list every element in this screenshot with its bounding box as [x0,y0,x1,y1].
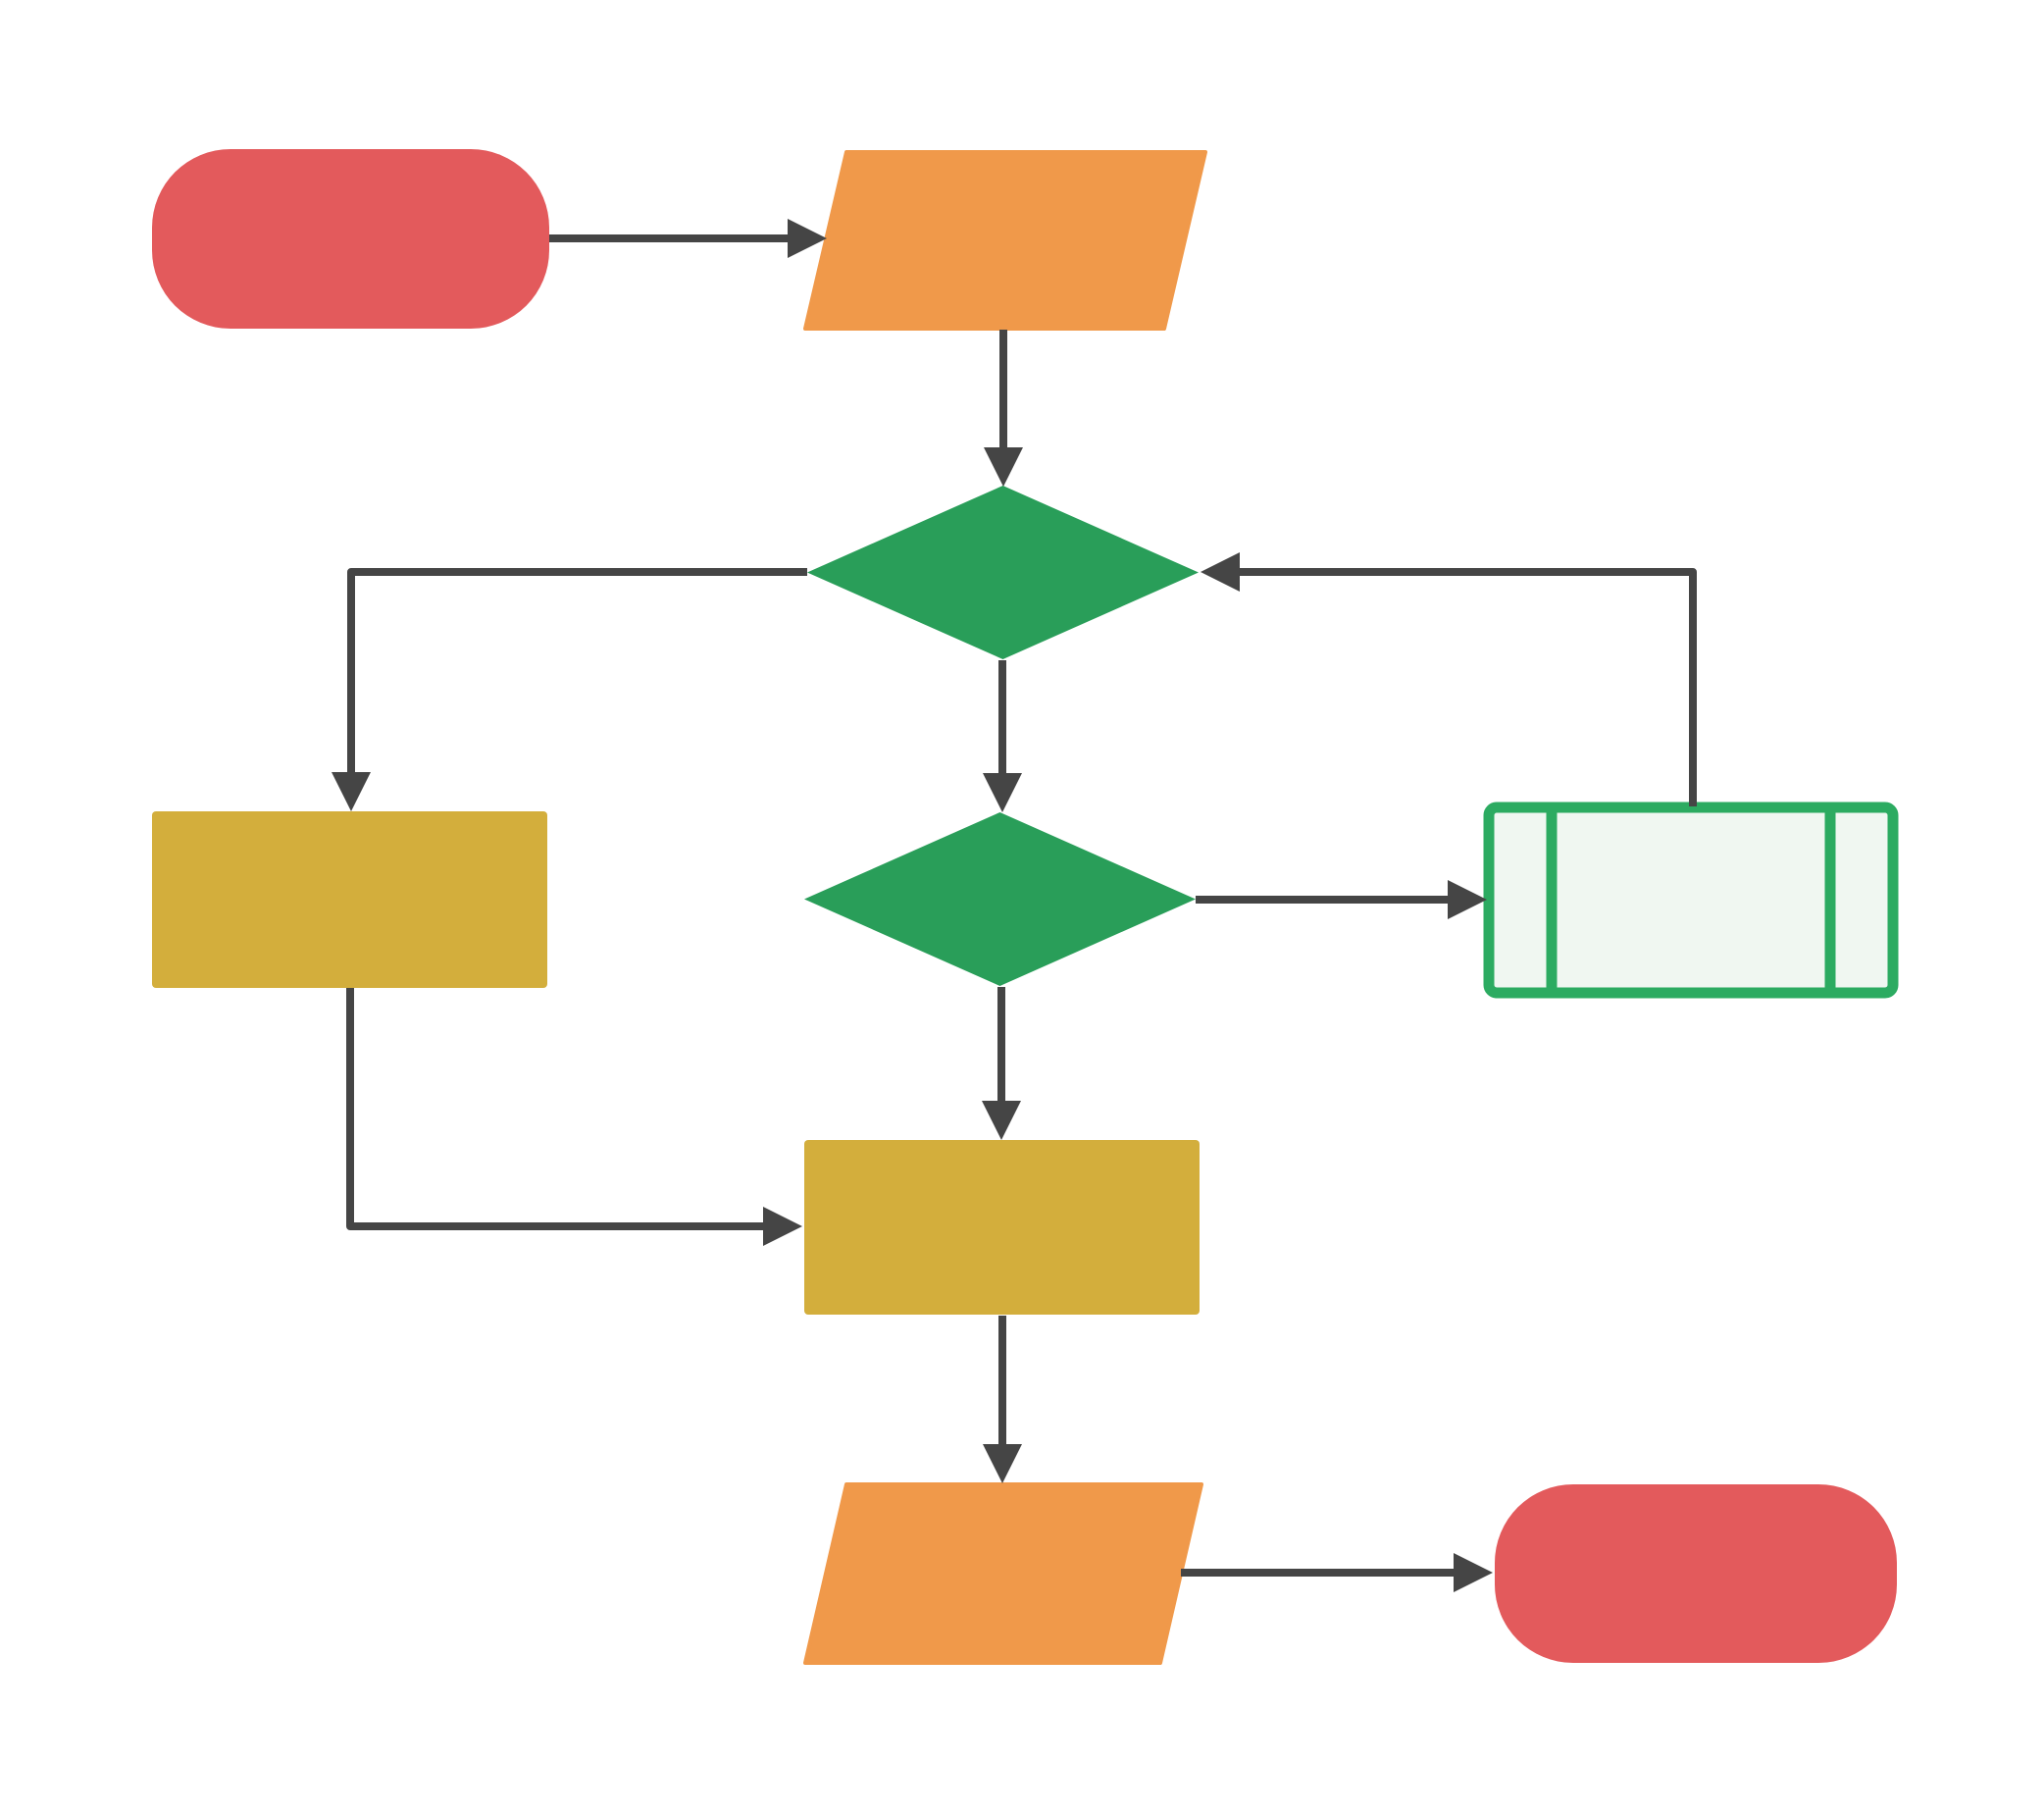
edge-start-to-input [549,219,827,258]
edge-decision1-to-process1-line [347,568,807,778]
edge-process1-to-process2-line [346,988,769,1230]
node-process-2-rectangle [804,1140,1200,1315]
edge-decision1-to-process1 [332,568,807,811]
edge-input-to-decision1 [984,330,1023,487]
edge-input-to-decision1-arrowhead-icon [984,447,1023,487]
node-decision-2-diamond [804,812,1196,986]
edge-predefined-to-decision1 [1201,552,1697,806]
edge-decision2-to-predefined-arrowhead-icon [1448,880,1487,919]
node-end-terminator [1495,1484,1897,1663]
edge-decision1-to-decision2 [983,660,1022,812]
input-parallelogram-shape [803,150,1207,331]
process-1-rectangle-shape [152,811,547,988]
edge-process1-to-process2 [346,988,802,1246]
node-predefined-process [1483,802,1899,999]
edge-process2-to-output [983,1316,1022,1483]
edge-decision2-to-process2 [982,987,1021,1140]
predefined-process-shape [1483,802,1899,999]
node-input-parallelogram [803,150,1207,331]
nodes-layer [152,149,1899,1665]
node-process-1-rectangle [152,811,547,988]
edges-layer [332,219,1697,1592]
edge-start-to-input-arrowhead-icon [788,219,827,258]
edge-process1-to-process2-arrowhead-icon [763,1207,802,1246]
edge-predefined-to-decision1-arrowhead-icon [1201,552,1240,592]
edge-output-to-end [1181,1553,1493,1592]
end-terminator-shape [1495,1484,1897,1663]
process-2-rectangle-shape [804,1140,1200,1315]
decision-1-diamond-shape [807,486,1199,659]
decision-2-diamond-shape [804,812,1196,986]
edge-predefined-to-decision1-line [1234,568,1697,806]
output-parallelogram-shape [803,1482,1203,1665]
edge-decision2-to-predefined [1196,880,1487,919]
node-output-parallelogram [803,1482,1203,1665]
edge-decision1-to-decision2-arrowhead-icon [983,773,1022,812]
node-start-terminator [152,149,549,329]
edge-decision2-to-process2-arrowhead-icon [982,1101,1021,1140]
edge-decision1-to-process1-arrowhead-icon [332,772,371,811]
edge-output-to-end-arrowhead-icon [1454,1553,1493,1592]
edge-process2-to-output-arrowhead-icon [983,1444,1022,1483]
start-terminator-shape [152,149,549,329]
node-decision-1-diamond [807,486,1199,659]
